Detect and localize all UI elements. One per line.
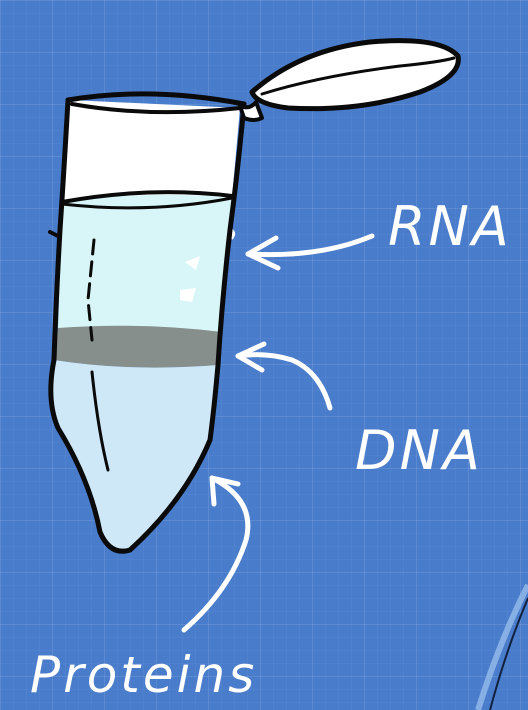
proteins-label: Proteins [30, 650, 257, 700]
rna-label: RNA [388, 200, 512, 254]
tube-cap [240, 41, 458, 120]
dna-label: DNA [355, 424, 483, 478]
slide-corner-curve [478, 585, 528, 710]
interphase-layer [54, 326, 222, 368]
aqueous-phase-layer [58, 195, 232, 332]
tube-empty-region [62, 100, 240, 202]
